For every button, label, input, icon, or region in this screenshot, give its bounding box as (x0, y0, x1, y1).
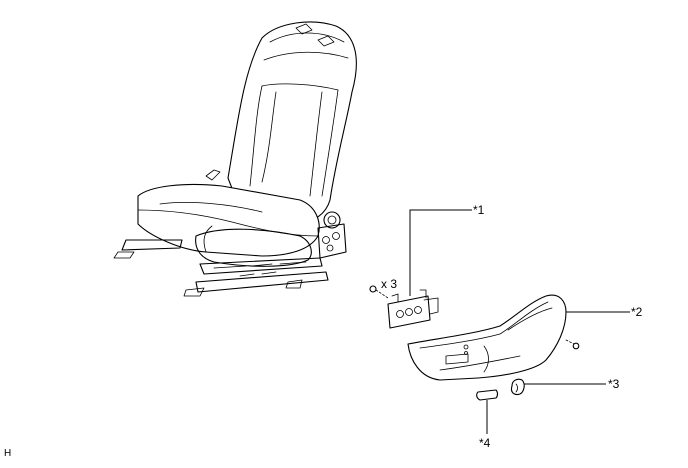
callout-2: *2 (631, 305, 643, 319)
recliner-mechanism (317, 211, 347, 259)
seat-rails (113, 239, 329, 297)
seatback (227, 21, 357, 225)
callout-4: *4 (479, 436, 491, 450)
seat-switch-part (387, 289, 439, 329)
callout-3: *3 (608, 377, 620, 391)
cover-screw (565, 339, 580, 350)
seat-cushion (137, 183, 320, 257)
knob-part-4 (476, 389, 499, 401)
seat-assembly (113, 21, 357, 297)
screw-quantity: x 3 (381, 277, 398, 291)
knob-part-3 (510, 378, 525, 396)
seat-side-cover-part (407, 294, 567, 381)
leader-lines (409, 209, 630, 434)
callout-1: *1 (473, 203, 485, 217)
corner-code: H (4, 448, 12, 459)
screw-part (369, 285, 389, 299)
leader-1 (409, 209, 472, 296)
